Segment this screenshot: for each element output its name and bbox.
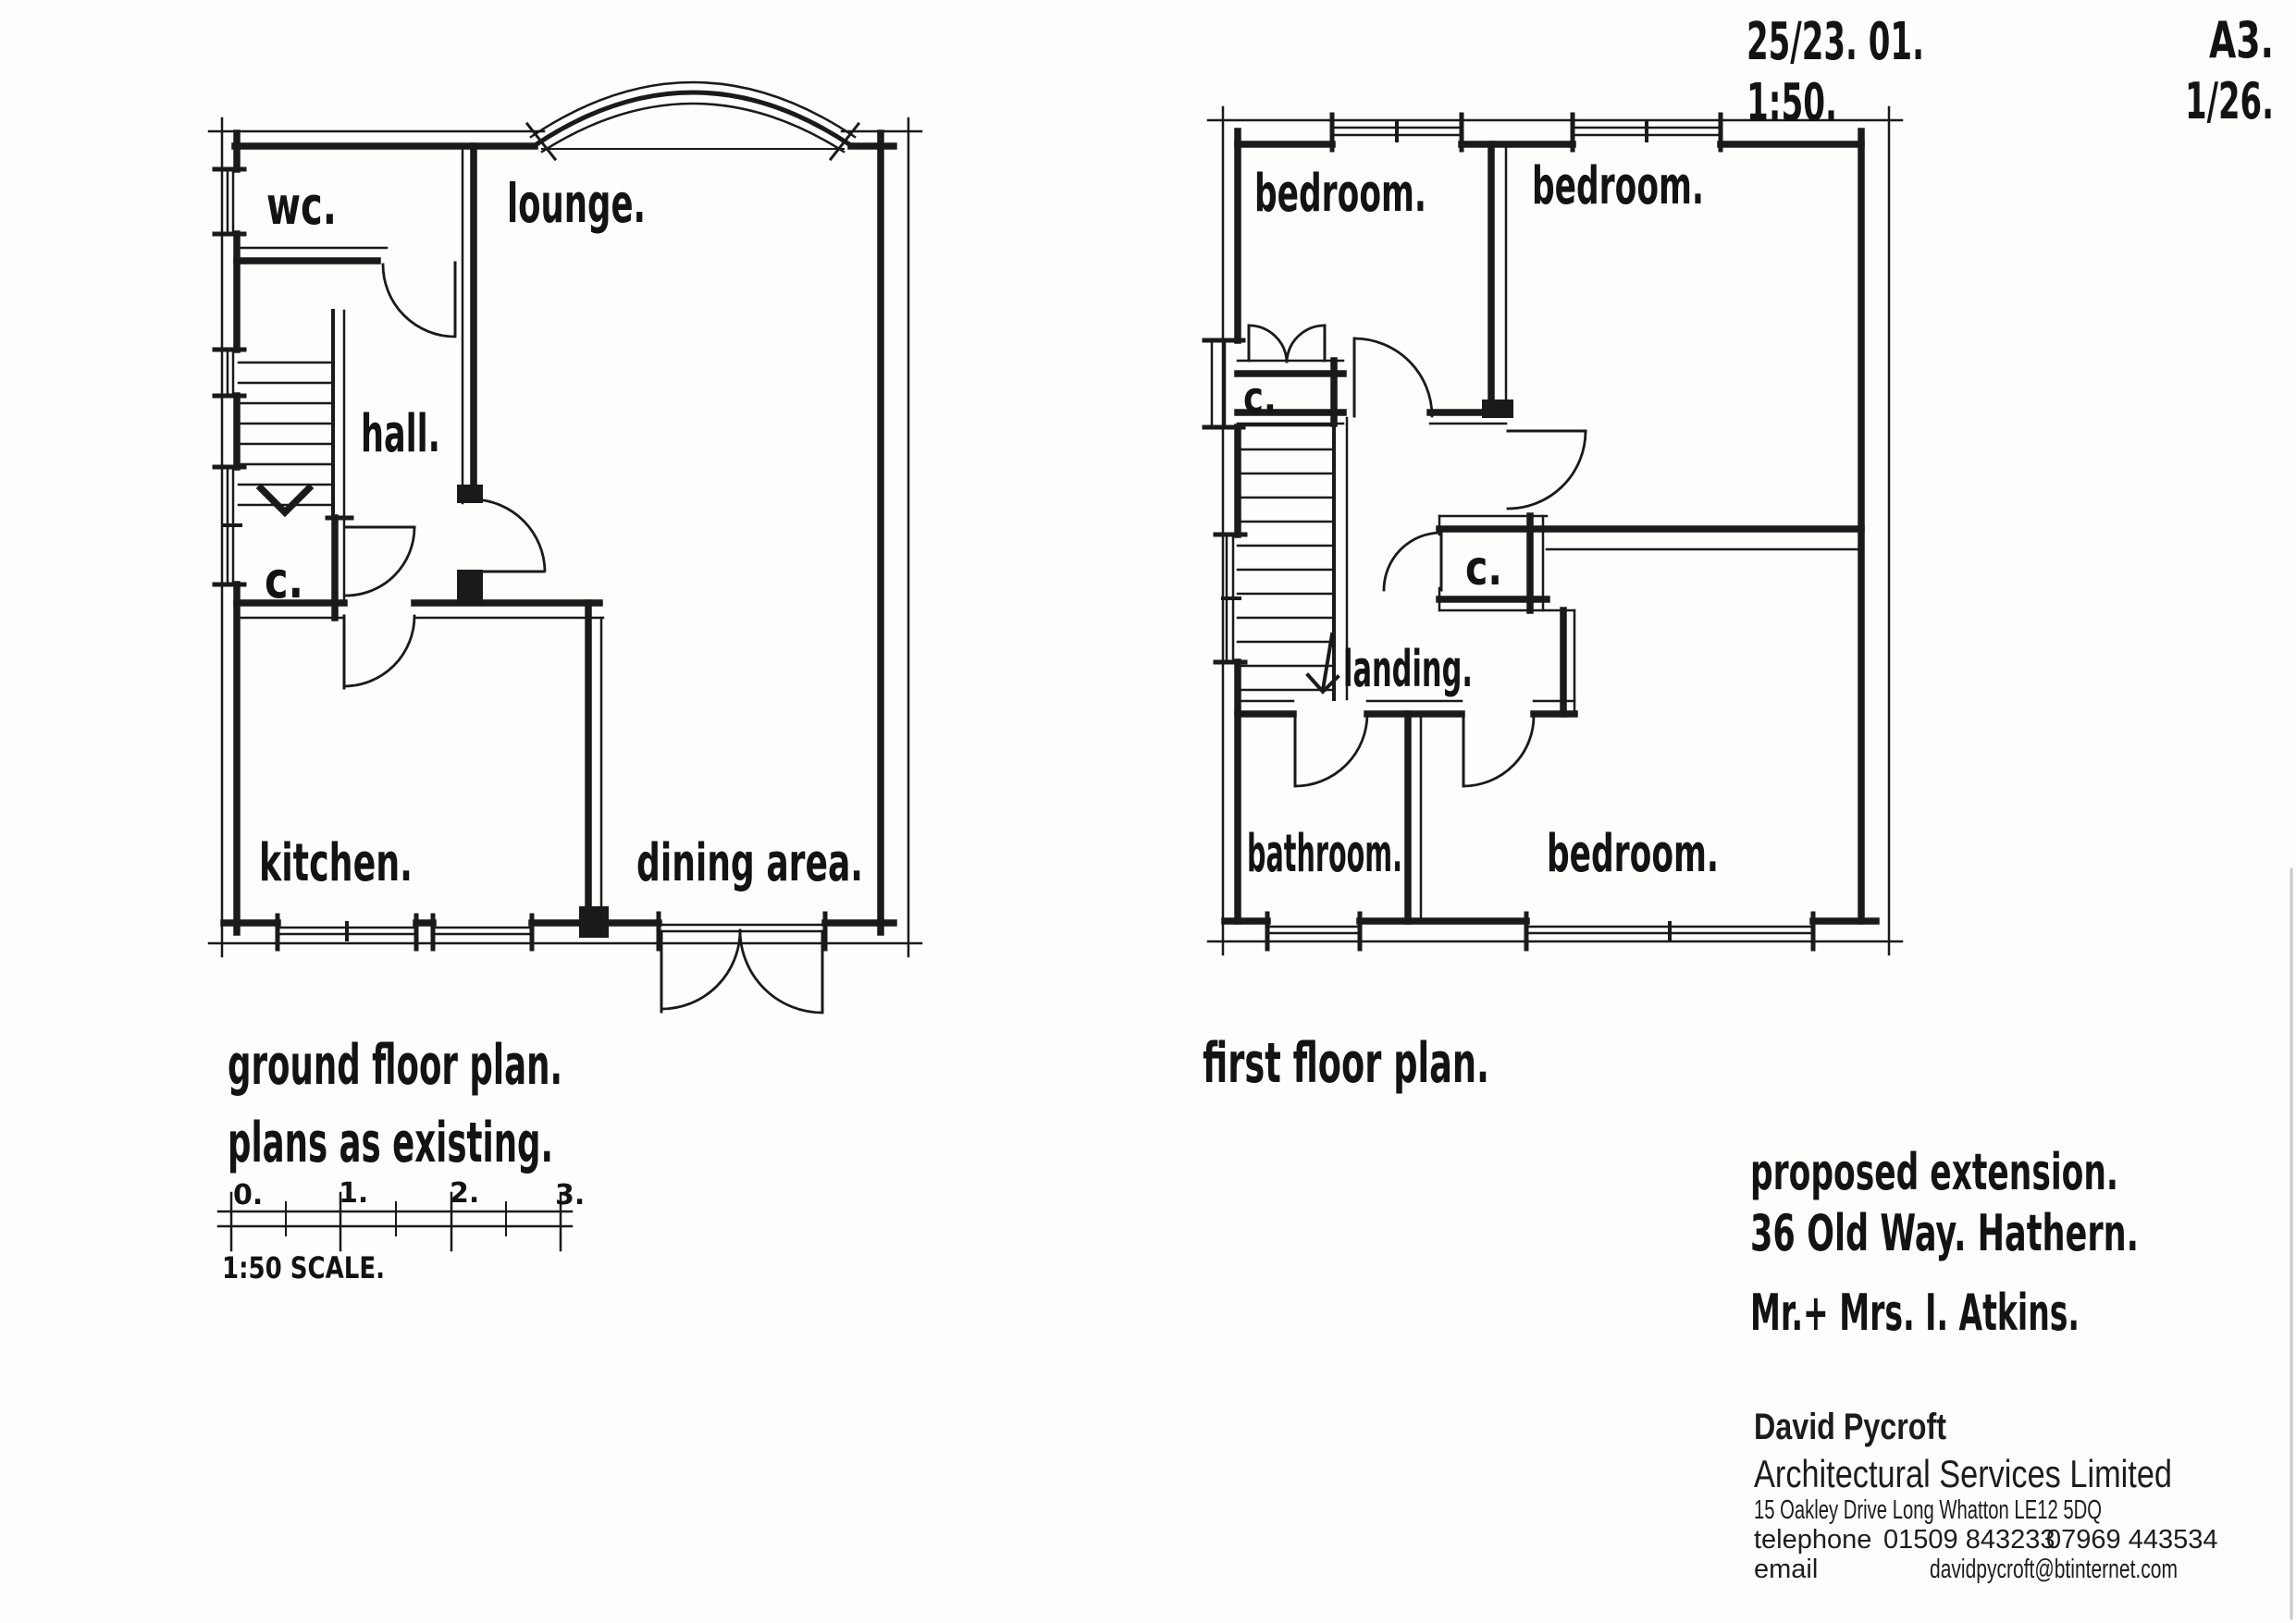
telephone-label: telephone [1754,1525,1871,1555]
gf-window-kitchen-1 [275,913,419,952]
ff-window-left-upper [1202,338,1246,430]
ff-window-bedroom3 [1524,911,1816,952]
drawing-ref: 25/23. 01. [1747,12,1924,72]
gf-window-wc [212,166,247,237]
ff-door-closet2 [1382,531,1443,592]
gf-stairs-arrow [255,483,315,518]
header-references: 25/23. 01. 1:50. A3. 1/26. [1747,11,2274,133]
ff-internal-walls [1234,141,1865,925]
ff-door-bedroom2 [1506,429,1587,510]
ff-closet1-double-doors [1247,324,1327,363]
ff-window-bedroom2 [1570,112,1723,153]
email-address: davidpycroft@btinternet.com [1930,1555,2178,1584]
drawing-scale: 1:50. [1747,73,1837,133]
ground-floor-title: ground floor plan. [228,1033,562,1098]
project-title: proposed extension. [1750,1143,2118,1201]
gf-label-cupboard: c. [265,551,303,609]
gf-label-lounge: lounge. [507,172,646,235]
gf-outer-walls [207,117,923,958]
gf-door-lounge [470,498,547,573]
ff-label-closet1: c. [1243,373,1277,423]
ff-outer-walls [1206,105,1904,956]
gf-label-kitchen: kitchen. [259,833,413,893]
gf-internal-walls [233,142,609,938]
ground-floor-plan: wc. lounge. hall. c. kitchen. dining are… [207,80,923,1014]
project-client: Mr.+ Mrs. I. Atkins. [1750,1284,2080,1342]
scale-bar: 0. 1. 2. 3. 1:50 SCALE. [216,1177,585,1285]
sheet-size: A3. [2209,11,2274,69]
gf-window-hall-upper [212,347,247,399]
gf-window-kitchen-2 [430,913,535,952]
ground-floor-subtitle: plans as existing. [228,1111,553,1175]
gf-door-cupboard [344,525,416,597]
ff-window-bathroom [1265,911,1363,952]
ff-label-bedroom3: bedroom. [1547,824,1719,884]
ff-door-bedroom1 [1352,337,1434,418]
scale-tick-0: 0. [233,1179,263,1211]
architect-name: David Pycroft [1754,1407,1946,1447]
gf-bay-window-arch [525,80,861,162]
architect-address: 15 Oakley Drive Long Whatton LE12 5DQ [1754,1495,2102,1525]
scale-tick-2: 2. [450,1177,479,1210]
gf-label-wc: wc. [266,177,337,237]
project-address: 36 Old Way. Hathern. [1750,1204,2139,1262]
gf-window-hall-lower [212,464,247,587]
ff-label-bathroom: bathroom. [1247,824,1402,884]
ff-label-bedroom1: bedroom. [1254,164,1426,224]
ff-window-left-stairs [1213,532,1248,665]
architect-info-block: David Pycroft Architectural Services Lim… [1754,1407,2217,1584]
telephone-number-1: 01509 843233 [1883,1525,2055,1555]
telephone-number-2: 07969 443534 [2046,1525,2217,1555]
gf-french-doors [656,911,828,1014]
scale-bar-caption: 1:50 SCALE. [222,1250,385,1285]
gf-label-dining: dining area. [636,833,863,893]
project-title-block: proposed extension. 36 Old Way. Hathern.… [1750,1143,2139,1342]
ff-landing-arrow [1305,632,1340,695]
gf-door-wc [381,261,457,338]
sheet-number: 1/26. [2185,72,2274,130]
scale-tick-3: 3. [555,1179,585,1211]
email-label: email [1754,1555,1818,1584]
first-floor-plan: bedroom. bedroom. c. c. landing. bathroo… [1202,105,1904,956]
first-floor-title: first floor plan. [1203,1031,1489,1096]
ff-window-bedroom1 [1329,112,1464,153]
ff-stairs [1236,416,1349,701]
ff-label-closet2: c. [1465,541,1502,596]
ff-label-landing: landing. [1343,640,1473,698]
gf-stairs [237,309,346,520]
scale-tick-1: 1. [339,1177,368,1210]
ff-label-bedroom2: bedroom. [1532,156,1704,216]
ff-door-bedroom3 [1462,712,1536,788]
ff-door-bathroom [1293,712,1369,788]
gf-label-hall: hall. [361,404,440,464]
architect-company: Architectural Services Limited [1754,1452,2172,1495]
gf-door-kitchen [342,614,416,690]
